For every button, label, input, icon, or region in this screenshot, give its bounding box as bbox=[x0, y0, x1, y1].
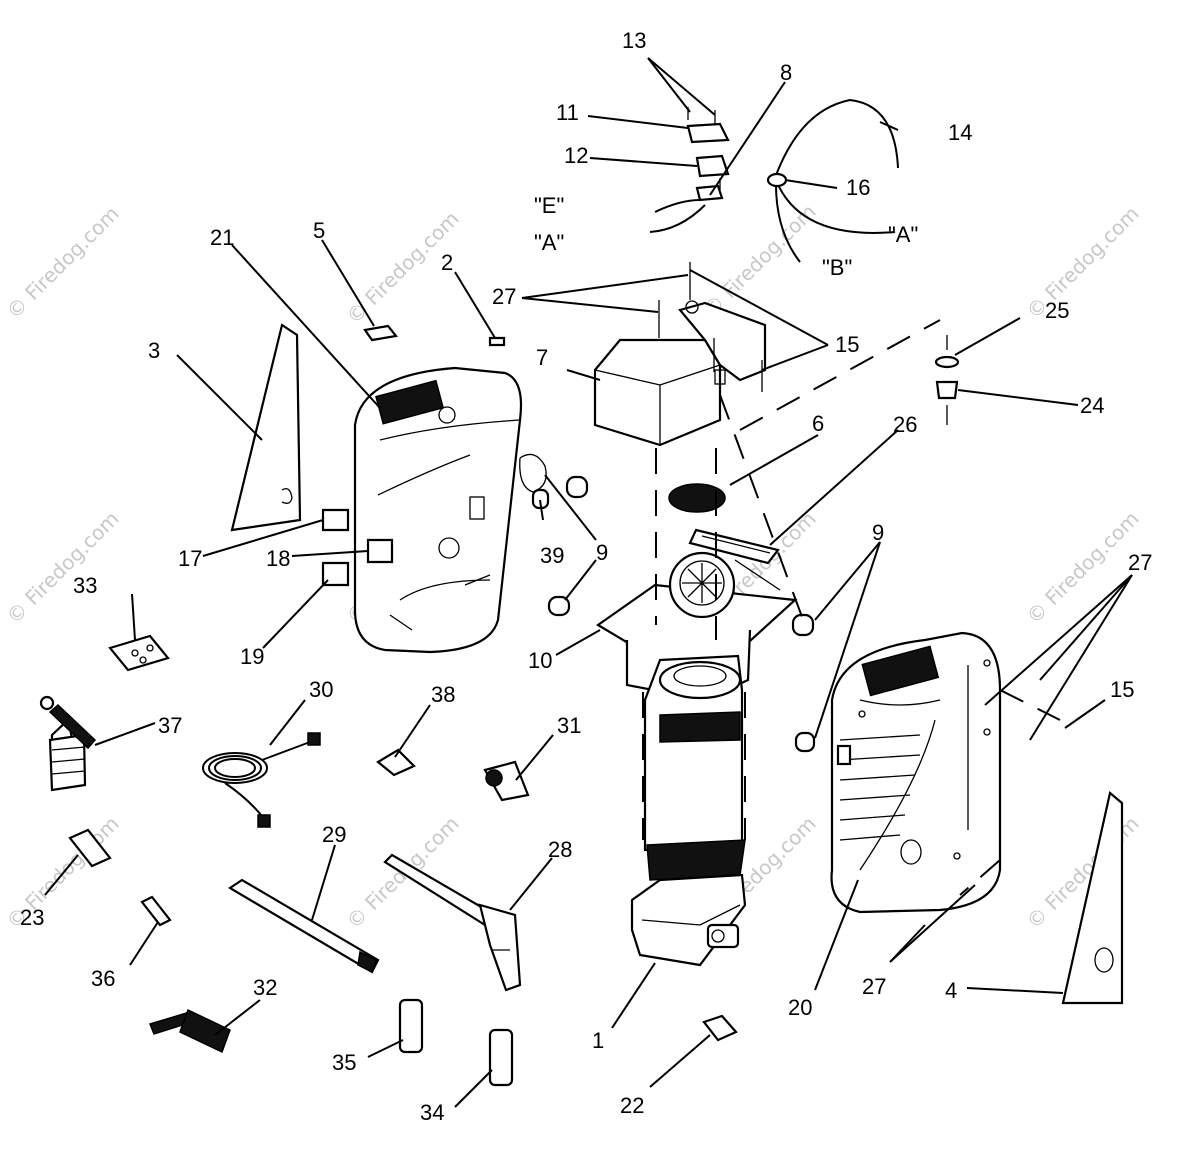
nozzle-23 bbox=[68, 828, 112, 868]
callout-11: 11 bbox=[556, 100, 579, 125]
watermark: © Firedog.com bbox=[2, 201, 124, 323]
callout-32: 32 bbox=[253, 975, 277, 1000]
bushing bbox=[794, 731, 816, 753]
callout-14: 14 bbox=[948, 120, 972, 145]
callout-19: 19 bbox=[240, 644, 264, 669]
callout-27-top: 27 bbox=[492, 284, 516, 309]
watermark: © Firedog.com bbox=[1022, 506, 1144, 628]
callout-21: 21 bbox=[210, 225, 234, 250]
bushing bbox=[565, 475, 589, 499]
tip-36 bbox=[140, 895, 172, 927]
callout-17: 17 bbox=[178, 546, 202, 571]
leader-lines bbox=[44, 57, 1133, 1108]
callout-35: 35 bbox=[332, 1050, 356, 1075]
callout-16: 16 bbox=[846, 175, 870, 200]
control-box bbox=[678, 301, 767, 382]
callout-30: 30 bbox=[309, 677, 333, 702]
callout-7: 7 bbox=[536, 345, 548, 370]
fitting-22 bbox=[702, 1014, 738, 1042]
bushing bbox=[791, 613, 815, 637]
callout-25: 25 bbox=[1045, 298, 1069, 323]
decal-17 bbox=[321, 508, 350, 532]
brush-32 bbox=[148, 1008, 231, 1054]
label-E: "E" bbox=[534, 193, 564, 218]
grommet-16 bbox=[766, 172, 788, 188]
switch-11 bbox=[686, 122, 730, 144]
callout-36: 36 bbox=[91, 966, 115, 991]
callout-28: 28 bbox=[548, 837, 572, 862]
cap-24 bbox=[935, 380, 959, 400]
callout-8: 8 bbox=[780, 60, 792, 85]
callout-20: 20 bbox=[788, 995, 812, 1020]
callout-38: 38 bbox=[431, 682, 455, 707]
rear-housing bbox=[830, 631, 1002, 914]
callout-39: 39 bbox=[540, 543, 564, 568]
callout-27-bottom: 27 bbox=[862, 974, 886, 999]
callout-27-right: 27 bbox=[1128, 550, 1152, 575]
callout-3: 3 bbox=[148, 338, 160, 363]
decal-2 bbox=[488, 336, 506, 347]
callout-12: 12 bbox=[564, 143, 588, 168]
connector-8 bbox=[695, 184, 724, 202]
callout-23: 23 bbox=[20, 905, 44, 930]
watermark: © Firedog.com bbox=[699, 199, 821, 321]
callout-37: 37 bbox=[158, 713, 182, 738]
bottle-34 bbox=[488, 1028, 514, 1087]
wire-E bbox=[654, 199, 701, 213]
bottle-35 bbox=[398, 998, 424, 1054]
lance-29 bbox=[227, 878, 380, 974]
watermark: © Firedog.com bbox=[1022, 201, 1144, 323]
label-A-right: "A" bbox=[888, 222, 918, 247]
plate-38 bbox=[376, 748, 416, 777]
cord-14 bbox=[774, 98, 899, 179]
callout-9-right: 9 bbox=[872, 520, 884, 545]
decal-5 bbox=[363, 324, 399, 342]
callout-22: 22 bbox=[620, 1093, 644, 1118]
callout-6: 6 bbox=[812, 411, 824, 436]
front-housing bbox=[353, 366, 547, 654]
label-A-left: "A" bbox=[534, 230, 564, 255]
callout-1: 1 bbox=[592, 1028, 604, 1053]
foamer-bottle-37 bbox=[39, 695, 97, 792]
callout-4: 4 bbox=[945, 978, 957, 1003]
callout-13: 13 bbox=[622, 28, 646, 53]
plate-33 bbox=[108, 634, 170, 672]
nozzle-31 bbox=[483, 760, 530, 802]
side-panel-left bbox=[230, 323, 302, 532]
filter-disk-6 bbox=[668, 483, 726, 513]
upper-cover bbox=[593, 338, 722, 447]
label-B: "B" bbox=[822, 255, 852, 280]
decal-18 bbox=[366, 538, 394, 564]
callout-26: 26 bbox=[893, 412, 917, 437]
callout-2: 2 bbox=[441, 250, 453, 275]
callout-29: 29 bbox=[322, 822, 346, 847]
decal-19 bbox=[321, 561, 350, 587]
callout-9-left: 9 bbox=[596, 540, 608, 565]
callout-24: 24 bbox=[1080, 393, 1104, 418]
bushing bbox=[547, 595, 571, 617]
callout-18: 18 bbox=[266, 546, 290, 571]
spray-gun-28 bbox=[383, 853, 522, 992]
callout-labels: 13 8 11 14 12 16 "E" "A" "A" "B" 21 5 2 … bbox=[20, 28, 1152, 1125]
callout-10: 10 bbox=[528, 648, 552, 673]
callout-15-right: 15 bbox=[1110, 677, 1134, 702]
callout-33: 33 bbox=[73, 573, 97, 598]
motor-pump-1 bbox=[630, 654, 747, 967]
plate-12 bbox=[695, 154, 730, 178]
watermark: © Firedog.com bbox=[2, 506, 124, 628]
side-panel-right bbox=[1061, 791, 1124, 1005]
wire-A bbox=[649, 204, 706, 233]
callout-5: 5 bbox=[313, 218, 325, 243]
callout-15-top: 15 bbox=[835, 332, 859, 357]
o-ring-25 bbox=[934, 355, 960, 369]
callout-34: 34 bbox=[420, 1100, 444, 1125]
callout-31: 31 bbox=[557, 713, 581, 738]
hose-30 bbox=[202, 732, 321, 828]
